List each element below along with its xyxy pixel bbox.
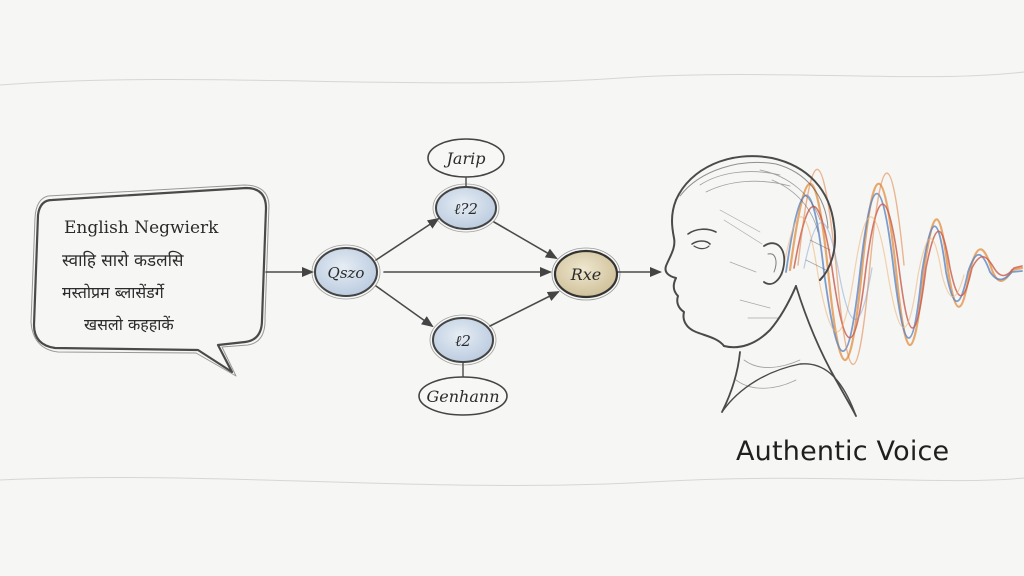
background-sketch-lines	[0, 71, 1024, 486]
bubble-line-1: English Negwierk	[64, 218, 219, 238]
node-bottom-middle: ℓ2	[429, 314, 497, 366]
node-bottom-label-text: Genhann	[426, 387, 499, 406]
edge-bottom-output	[489, 291, 560, 327]
node-output-label: Rxe	[570, 265, 602, 284]
edge-top-output	[493, 221, 558, 260]
sound-waves	[781, 168, 1024, 365]
caption-authentic-voice: Authentic Voice	[736, 436, 950, 467]
speech-bubble: English Negwierk स्वाहि सारो कडलसि मस्तो…	[30, 184, 270, 377]
bubble-line-2: स्वाहि सारो कडलसि	[62, 250, 184, 271]
edge-input-bottom	[375, 285, 434, 328]
node-output: Rxe	[551, 247, 621, 301]
node-top-middle: ℓ?2	[432, 183, 500, 233]
node-bottom-middle-label: ℓ2	[455, 332, 471, 350]
node-top-label: Jarip	[427, 138, 505, 178]
node-input-label: Qszo	[328, 264, 365, 282]
person-head-sketch	[664, 155, 857, 417]
node-input: Qszo	[311, 244, 381, 300]
node-top-middle-label: ℓ?2	[454, 200, 478, 218]
node-top-label-text: Jarip	[444, 149, 486, 168]
node-bottom-label: Genhann	[418, 376, 508, 416]
network-edges	[375, 177, 662, 379]
bubble-line-4: खसलो कहहाकें	[84, 315, 174, 334]
edge-input-top	[375, 217, 440, 261]
bubble-line-3: मस्तोप्रम ब्लासेंडर्गे	[62, 283, 165, 302]
